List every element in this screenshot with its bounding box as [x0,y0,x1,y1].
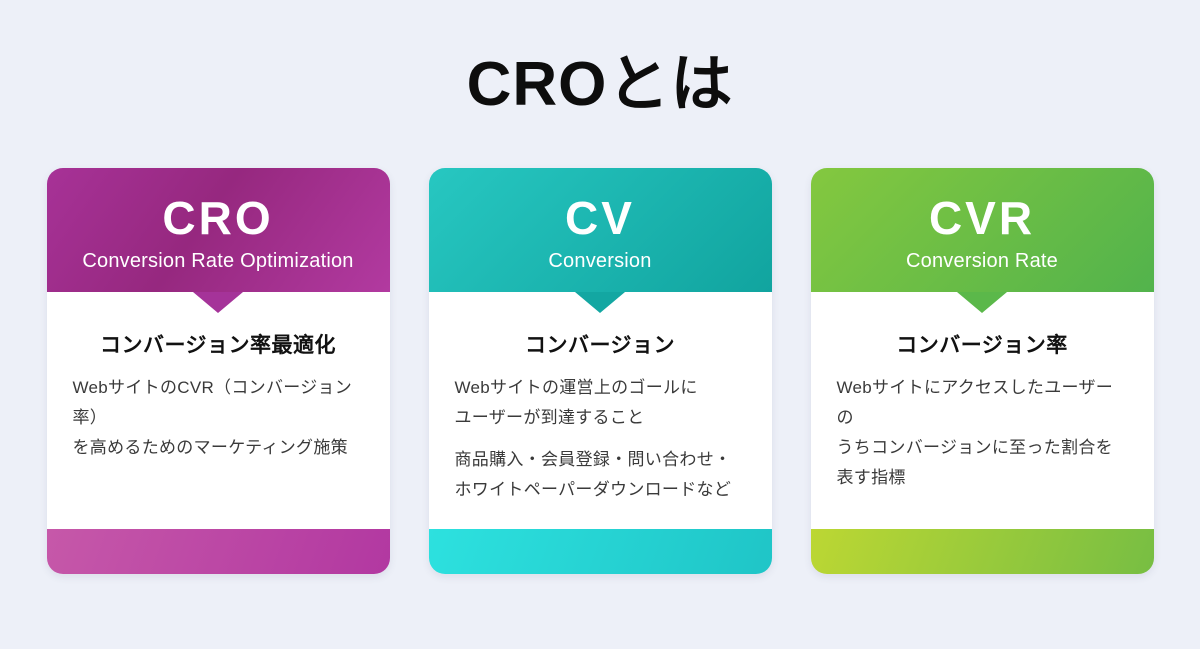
cv-card-body: コンバージョン Webサイトの運営上のゴールに ユーザーが到達すること 商品購入… [428,313,772,530]
down-arrow-icon [957,292,1007,314]
cro-card-header: CRO Conversion Rate Optimization [46,168,390,293]
cvr-description: Webサイトにアクセスしたユーザーの うちコンバージョンに至った割合を 表す指標 [836,378,1114,487]
cro-card: CRO Conversion Rate Optimization コンバージョン… [46,168,390,575]
cvr-pointer-row [810,292,1154,314]
cvr-card-header: CVR Conversion Rate [810,168,1154,293]
cro-card-body: コンバージョン率最適化 WebサイトのCVR（コンバージョン率） を高めるための… [46,313,390,530]
cro-footer-strip [46,529,390,575]
cvr-footer-strip [810,529,1154,575]
cv-footer-strip [428,529,772,575]
cards-row: CRO Conversion Rate Optimization コンバージョン… [0,168,1200,575]
page-title: CROとは [466,50,734,119]
down-arrow-icon [575,292,625,314]
cv-card: CV Conversion コンバージョン Webサイトの運営上のゴールに ユー… [428,168,772,575]
cro-subtitle: Conversion Rate Optimization [82,249,354,272]
cv-acronym: CV [565,192,635,245]
cv-heading-ja: コンバージョン [524,334,676,358]
cv-pointer-row [428,292,772,314]
down-arrow-icon [193,292,243,314]
cvr-card: CVR Conversion Rate コンバージョン率 Webサイトにアクセス… [810,168,1154,575]
cv-subtitle: Conversion [548,249,652,272]
cro-acronym: CRO [162,192,274,245]
cvr-heading-ja: コンバージョン率 [896,334,1068,358]
cro-description: WebサイトのCVR（コンバージョン率） を高めるためのマーケティング施策 [72,378,353,457]
cro-heading-ja: コンバージョン率最適化 [99,334,337,358]
cvr-subtitle: Conversion Rate [906,249,1058,272]
cv-description: Webサイトの運営上のゴールに ユーザーが到達すること [454,378,698,428]
cvr-card-body: コンバージョン率 Webサイトにアクセスしたユーザーの うちコンバージョンに至っ… [810,313,1154,530]
cv-description-examples: 商品購入・会員登録・問い合わせ・ ホワイトペーパーダウンロードなど [454,449,732,499]
cv-card-header: CV Conversion [428,168,772,293]
cro-pointer-row [46,292,390,314]
cvr-acronym: CVR [928,192,1036,245]
